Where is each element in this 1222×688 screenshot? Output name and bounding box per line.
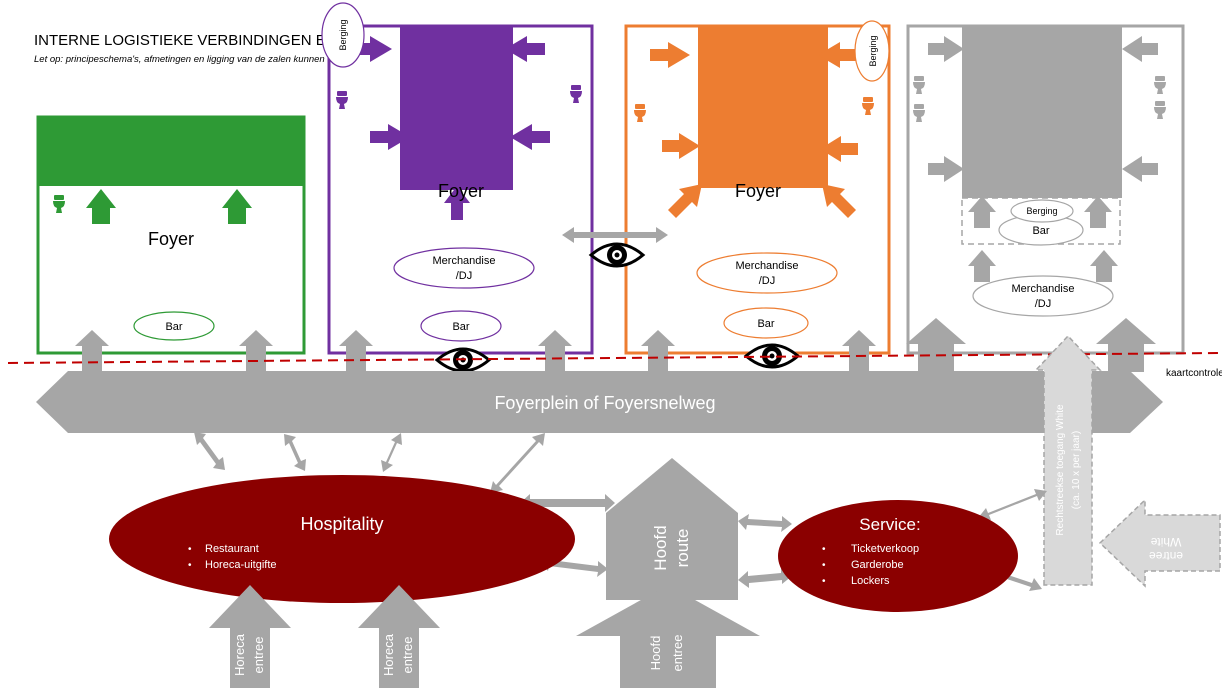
berging-label-grey: Berging (1026, 206, 1057, 216)
svg-text:•: • (822, 544, 826, 555)
foyerplein-label: Foyerplein of Foyersnelweg (494, 393, 715, 413)
foyerplein-links (194, 432, 1047, 591)
hoofdroute-label-1: Hoofd (651, 525, 670, 570)
horeca-entree-label-1a: Horeca (232, 633, 247, 676)
hospitality-title: Hospitality (300, 514, 383, 534)
merch-label-purple-1: Merchandise (433, 255, 496, 267)
svg-text:•: • (822, 576, 826, 587)
merch-label-grey-1: Merchandise (1012, 283, 1075, 295)
kaartcontrole-label: kaartcontrole (1166, 368, 1222, 379)
stage-grey (962, 26, 1122, 198)
hoofdroute-label-2: route (673, 529, 692, 568)
horeca-entree-1: Horeca entree (209, 585, 291, 688)
horeca-entree-label-1b: entree (251, 637, 266, 674)
bar-label-green: Bar (165, 321, 182, 333)
white-direct-access: Rechtstreekse toegang White (ca. 10 x pe… (1034, 334, 1102, 586)
svg-text:•: • (188, 544, 192, 555)
hoofd-entree-label-b: entree (670, 635, 685, 672)
hoofd-entree: Hoofd entree (576, 585, 760, 688)
svg-text:•: • (822, 560, 826, 571)
hall-green: Foyer Bar (36, 115, 306, 355)
berging-label-purple: Berging (338, 19, 348, 50)
horeca-entree-label-2b: entree (400, 637, 415, 674)
foyer-label-orange: Foyer (735, 181, 781, 201)
berging-label-orange: Berging (868, 35, 878, 66)
merch-label-orange-2: /DJ (759, 275, 776, 287)
bar-label-purple: Bar (452, 321, 469, 333)
page-subtitle: Let op: principeschema's, afmetingen en … (34, 54, 422, 65)
merch-label-purple-2: /DJ (456, 270, 473, 282)
bar-label-grey: Bar (1032, 225, 1049, 237)
hospitality-item-horeca: Horeca-uitgifte (205, 559, 277, 571)
service-item-garderobe: Garderobe (851, 559, 904, 571)
hall-orange: Foyer Merchandise /DJ Bar Berging (624, 20, 891, 355)
white-direct-label-1: Rechtstreekse toegang White (1055, 404, 1066, 536)
service-item-lockers: Lockers (851, 575, 890, 587)
merch-label-grey-2: /DJ (1035, 298, 1052, 310)
foyer-label-purple: Foyer (438, 181, 484, 201)
service-item-ticket: Ticketverkoop (851, 543, 919, 555)
horeca-entree-label-2a: Horeca (381, 633, 396, 676)
horeca-entree-2: Horeca entree (358, 585, 440, 688)
stage-purple (400, 26, 513, 190)
white-entree-label-1: White (1150, 535, 1181, 549)
connection-arrow (562, 227, 668, 243)
merch-label-orange-1: Merchandise (736, 260, 799, 272)
white-entree-arrow: White entree (1098, 498, 1221, 588)
hospitality-item-restaurant: Restaurant (205, 543, 259, 555)
stage-orange (698, 26, 828, 188)
foyer-label-green: Foyer (148, 229, 194, 249)
hall-purple: Foyer Merchandise /DJ Bar Berging (321, 2, 594, 355)
page-title: INTERNE LOGISTIEKE VERBINDINGEN EN (34, 32, 337, 49)
service-title: Service: (859, 515, 920, 534)
service-area: Service: • Ticketverkoop • Garderobe • L… (778, 500, 1018, 612)
hall-grey: Bar Berging Merchandise /DJ (906, 24, 1185, 355)
white-direct-label-2: (ca. 10 x per jaar) (1071, 431, 1082, 509)
ticket-check-line (7, 352, 1222, 364)
stage-green (38, 117, 304, 186)
hospitality-area: Hospitality • Restaurant • Horeca-uitgif… (109, 475, 575, 603)
svg-text:•: • (188, 560, 192, 571)
white-entree-label-2: entree (1149, 549, 1183, 563)
hoofd-entree-label-a: Hoofd (648, 636, 663, 671)
hoofdroute: Hoofd route (606, 458, 738, 600)
bar-label-orange: Bar (757, 318, 774, 330)
